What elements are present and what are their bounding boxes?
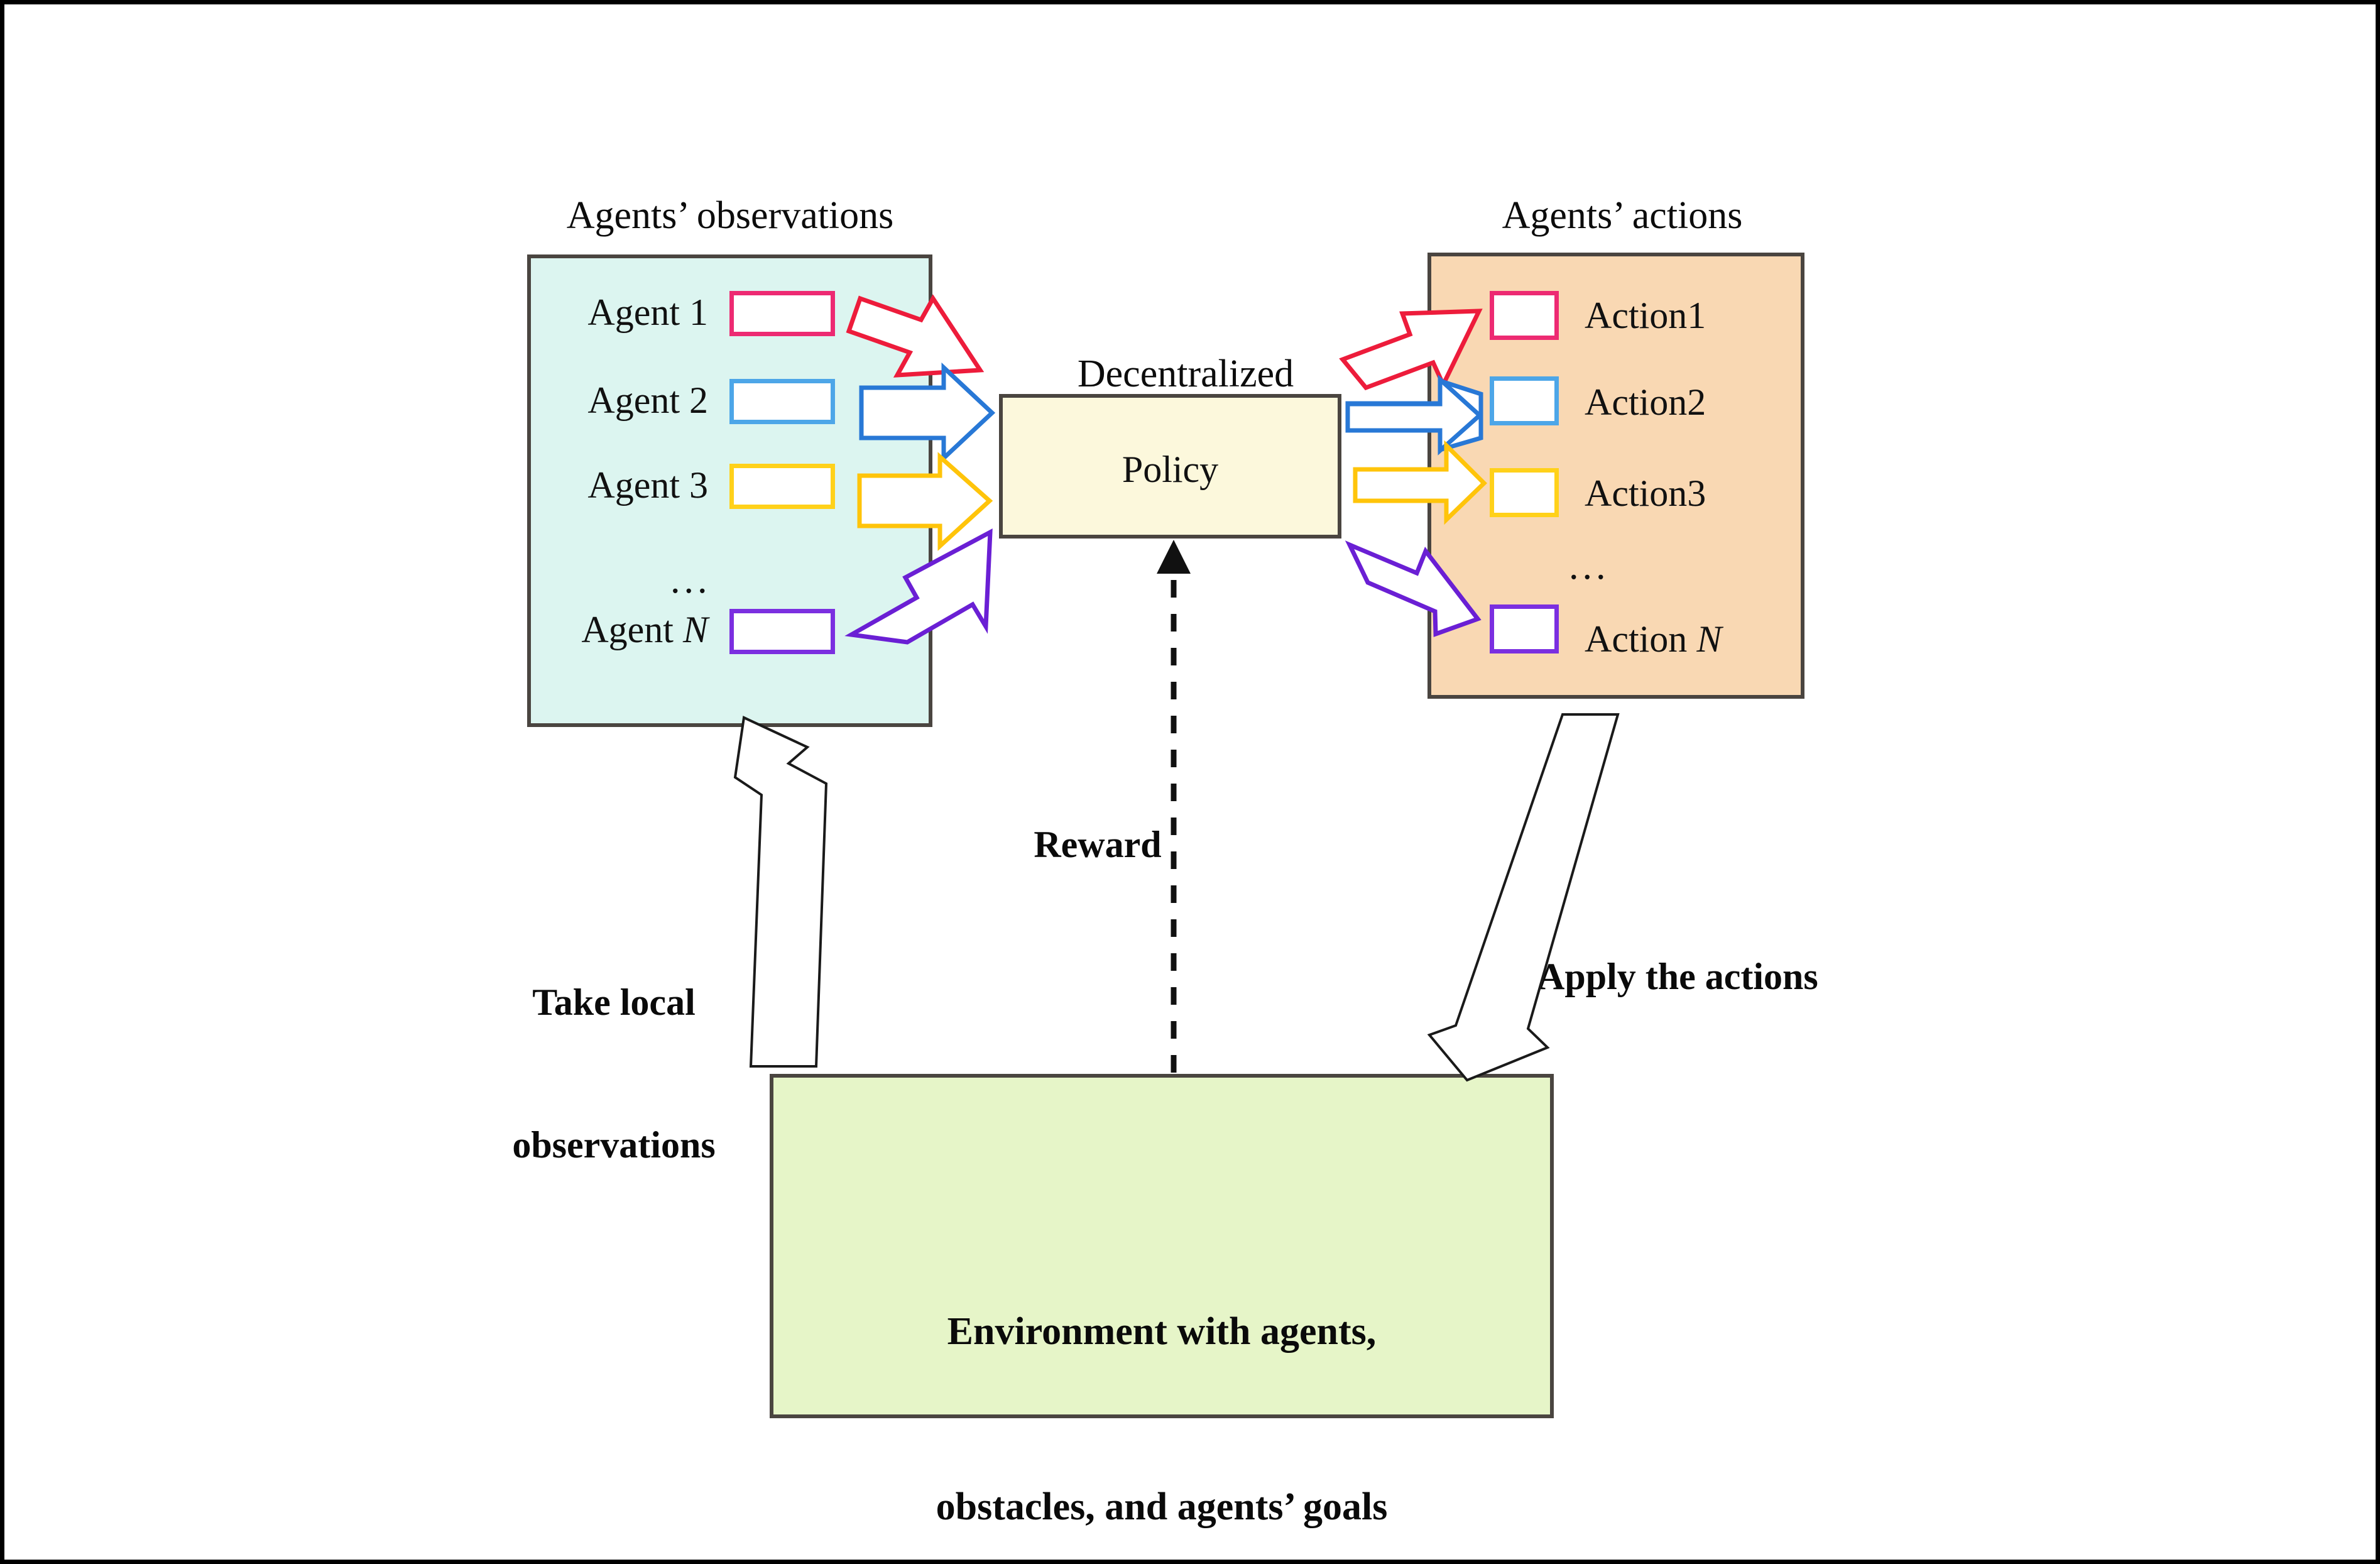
take-local-observations-label: Take local observations: [482, 884, 746, 1264]
environment-box-text: Environment with agents, obstacles, and …: [770, 1186, 1554, 1560]
environment-box: [770, 1074, 1554, 1418]
apply-the-actions-label: Apply the actions: [1537, 956, 1818, 997]
arrow-policy-to-action-blue-shape: [1345, 375, 1483, 456]
decentralized-strategy-line1: Decentralized: [1077, 353, 1294, 396]
arrow-observation-to-policy-blue: [859, 362, 996, 464]
action-row-label-1: Action1: [1585, 295, 1706, 336]
policy-box: [999, 394, 1341, 539]
actions-panel-heading: Agents’ actions: [1502, 194, 1743, 237]
agent-row-label-n: Agent N: [581, 609, 708, 650]
actions-ellipsis: ...: [1569, 545, 1610, 588]
action-row-label-3: Action3: [1585, 473, 1706, 514]
arrow-policy-to-action-purple: [1345, 540, 1482, 637]
arrow-policy-to-action-red: [1339, 309, 1483, 391]
arrows-layer: [733, 294, 1620, 1082]
action-swatch-2: [1490, 376, 1559, 425]
arrow-observation-to-policy-purple: [844, 528, 993, 645]
observations-ellipsis: ...: [670, 559, 711, 601]
arrow-apply-the-actions: [1427, 713, 1620, 1082]
policy-box-label: Policy: [1122, 449, 1219, 490]
agent-swatch-3: [729, 464, 835, 509]
agent-row-label-1: Agent 1: [587, 292, 708, 333]
action-row-label-2: Action2: [1585, 381, 1706, 423]
environment-text-line1: Environment with agents,: [947, 1310, 1377, 1353]
agent-swatch-n: [729, 609, 835, 654]
action-row-label-n: Action N: [1585, 618, 1722, 660]
agent-row-label-3: Agent 3: [587, 464, 708, 506]
arrow-policy-to-action-yellow: [1353, 440, 1487, 525]
agent-row-label-2: Agent 2: [587, 380, 708, 421]
arrow-observation-to-policy-red: [846, 294, 985, 378]
take-local-line2: observations: [512, 1124, 716, 1166]
action-swatch-n: [1490, 604, 1559, 653]
arrow-observation-to-policy-yellow: [857, 452, 993, 551]
environment-text-line2: obstacles, and agents’ goals: [936, 1485, 1388, 1528]
take-local-line1: Take local: [532, 982, 696, 1024]
observations-panel-heading: Agents’ observations: [566, 194, 894, 237]
action-swatch-3: [1490, 468, 1559, 517]
arrow-take-local-observations: [733, 716, 828, 1068]
agent-swatch-1: [729, 291, 835, 336]
arrow-reward-dashed: [1157, 540, 1191, 1073]
action-swatch-1: [1490, 291, 1559, 340]
reward-label: Reward: [1034, 824, 1162, 865]
agent-swatch-2: [729, 379, 835, 424]
